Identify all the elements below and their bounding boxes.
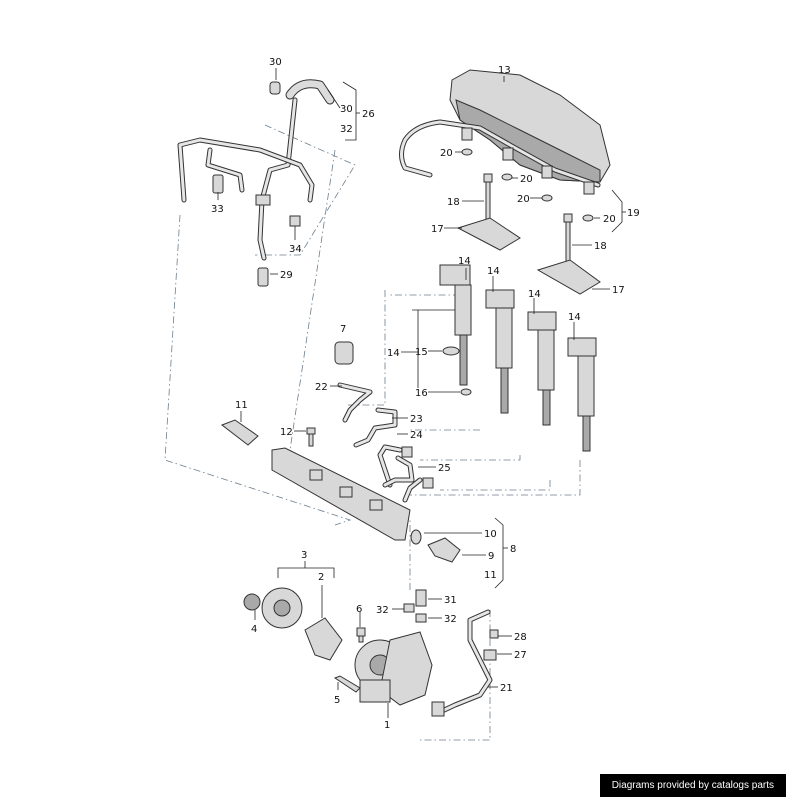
hose-assembly-part — [177, 79, 335, 287]
injector-pipe-parts — [337, 382, 434, 503]
seal-parts — [442, 346, 472, 396]
callout-17-left: 17 — [431, 224, 444, 235]
fuel-injector-parts — [439, 264, 597, 452]
pressure-valve-part — [410, 529, 461, 563]
callout-11-upper: 11 — [235, 400, 248, 411]
callout-20-d: 20 — [603, 214, 616, 225]
callout-18-right: 18 — [594, 241, 607, 252]
callout-14-d: 14 — [568, 312, 581, 323]
callout-1: 1 — [384, 720, 390, 731]
callout-20-a: 20 — [440, 148, 453, 159]
clamp-parts — [456, 217, 601, 295]
callout-2: 2 — [318, 572, 324, 583]
callout-16: 16 — [415, 388, 428, 399]
callout-32-right: 32 — [444, 614, 457, 625]
callout-13: 13 — [498, 65, 511, 76]
callout-21: 21 — [500, 683, 513, 694]
callout-7: 7 — [340, 324, 346, 335]
callout-30-side: 30 — [340, 104, 353, 115]
o-ring-parts — [461, 148, 594, 222]
callout-14-e: 14 — [387, 348, 400, 359]
callout-9: 9 — [488, 551, 494, 562]
callout-15: 15 — [415, 347, 428, 358]
sleeve-part — [334, 341, 354, 365]
credit-badge: Diagrams provided by catalogs parts — [599, 774, 786, 797]
pressure-sensor-part — [220, 419, 316, 447]
callout-24: 24 — [410, 430, 423, 441]
callout-30-top: 30 — [269, 57, 282, 68]
bolt-parts — [483, 173, 573, 271]
callout-5: 5 — [334, 695, 340, 706]
callout-14-a: 14 — [458, 256, 471, 267]
callout-18-left: 18 — [447, 197, 460, 208]
callout-numbers: 1 2 3 4 5 6 7 8 9 10 11 11 12 13 14 14 1… — [211, 57, 640, 731]
callout-29: 29 — [280, 270, 293, 281]
return-line-part — [431, 609, 493, 717]
callout-14-b: 14 — [487, 266, 500, 277]
callout-31: 31 — [444, 595, 457, 606]
callout-20-c: 20 — [517, 194, 530, 205]
high-pressure-pump-part — [354, 631, 433, 706]
callout-27: 27 — [514, 650, 527, 661]
callout-22: 22 — [315, 382, 328, 393]
callout-4: 4 — [251, 624, 257, 635]
callout-6: 6 — [356, 604, 362, 615]
drive-gear-parts — [243, 587, 343, 661]
callout-3: 3 — [301, 550, 307, 561]
callout-12: 12 — [280, 427, 293, 438]
callout-32-side: 32 — [340, 124, 353, 135]
callout-14-c: 14 — [528, 289, 541, 300]
callout-32-left: 32 — [376, 605, 389, 616]
callout-19: 19 — [627, 208, 640, 219]
leader-lines — [217, 68, 626, 718]
callout-33: 33 — [211, 204, 224, 215]
callout-34: 34 — [289, 244, 302, 255]
callout-17-right: 17 — [612, 285, 625, 296]
callout-8: 8 — [510, 544, 516, 555]
small-fastener-parts — [333, 589, 499, 693]
callout-25: 25 — [438, 463, 451, 474]
callout-20-b: 20 — [520, 174, 533, 185]
callout-26: 26 — [362, 109, 375, 120]
callout-10: 10 — [484, 529, 497, 540]
callout-28: 28 — [514, 632, 527, 643]
callout-23: 23 — [410, 414, 423, 425]
callout-11-lower: 11 — [484, 570, 497, 581]
injector-return-line-part — [399, 119, 601, 195]
fuel-rail-part — [271, 447, 411, 541]
